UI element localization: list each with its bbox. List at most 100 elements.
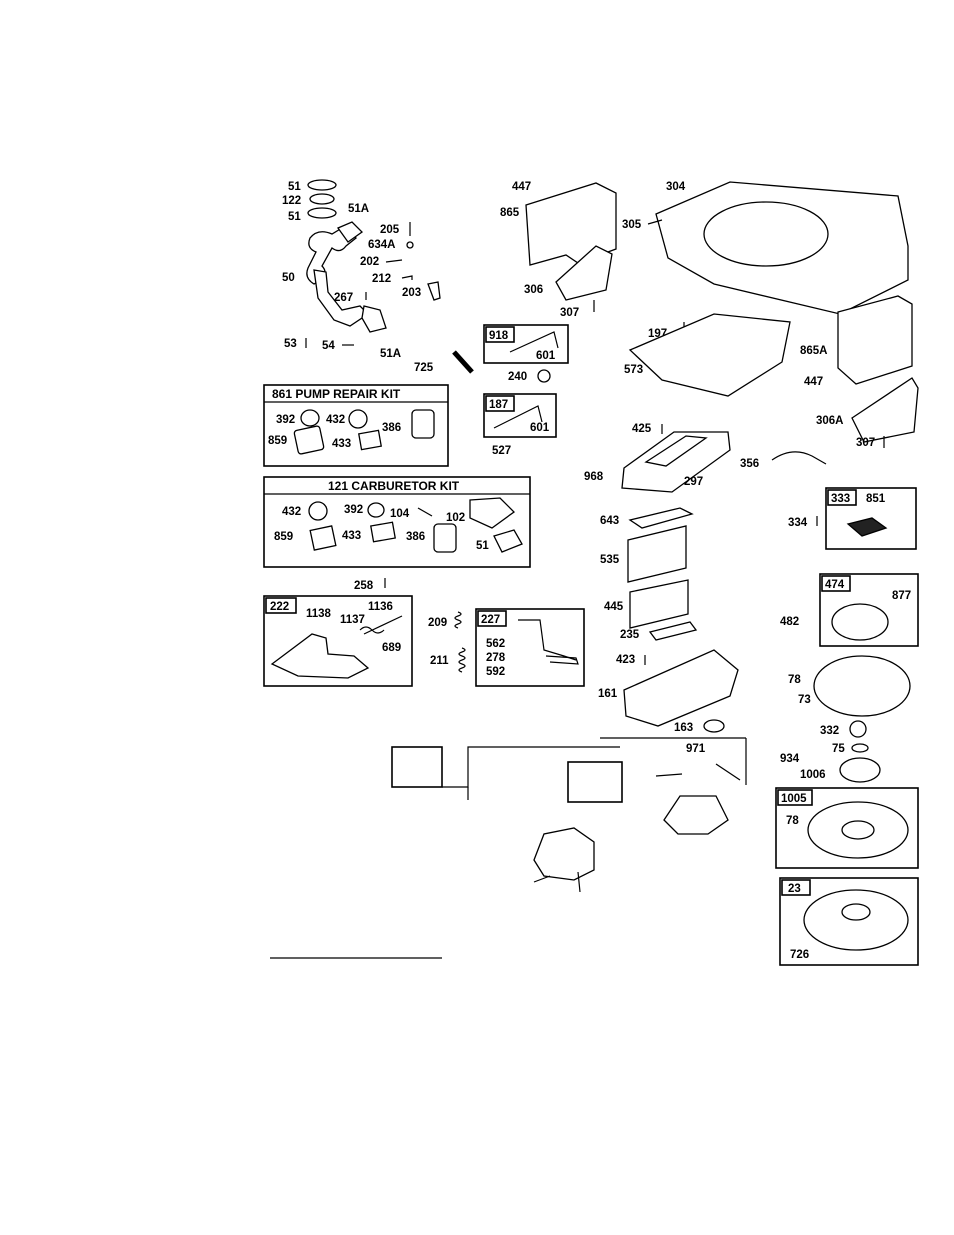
label-51A: 51A: [348, 203, 369, 215]
label-968: 968: [584, 471, 604, 483]
manifold-50-upper: [306, 227, 358, 285]
base-161: [623, 649, 739, 727]
label-634A: 634A: [368, 239, 396, 251]
label-432: 432: [282, 506, 301, 518]
label-307: 307: [856, 437, 875, 449]
air-guide-573: [628, 313, 791, 397]
shroud-865A: [837, 295, 913, 385]
spacer-122: [309, 193, 335, 205]
label-304: 304: [666, 181, 686, 193]
part-203: [427, 281, 441, 301]
label-918: 918: [489, 330, 509, 342]
label-859: 859: [268, 435, 287, 447]
label-297: 297: [684, 476, 703, 488]
link-212: [401, 275, 413, 280]
label-726: 726: [790, 949, 809, 961]
label-222: 222: [270, 601, 289, 613]
label-601: 601: [530, 422, 550, 434]
pump-repair-kit: 861 PUMP REPAIR KIT 392 432 386 859 433: [263, 384, 449, 467]
plate-73: [813, 655, 911, 717]
label-307: 307: [560, 307, 579, 319]
label-601: 601: [536, 350, 556, 362]
air-cleaner-stack: 425 968 297 356 643 535 445 235 423 161 …: [584, 423, 827, 734]
label-75: 75: [832, 743, 845, 755]
carburetor-kit: 121 CARBURETOR KIT 432 392 104 102 859 4…: [263, 476, 531, 568]
label-447: 447: [512, 181, 531, 193]
label-258: 258: [354, 580, 374, 592]
gasket-51-lower: [307, 207, 337, 219]
label-447: 447: [804, 376, 823, 388]
label-392: 392: [276, 414, 295, 426]
label-527: 527: [492, 445, 511, 457]
blower-housing-group: 447 865 306 307 304 305 197 573 865A 447…: [500, 181, 919, 449]
label-592: 592: [486, 666, 505, 678]
label-187: 187: [489, 399, 508, 411]
label-104: 104: [390, 508, 410, 520]
label-161: 161: [598, 688, 618, 700]
label-332: 332: [820, 725, 839, 737]
label-122: 122: [282, 195, 301, 207]
gasket-51: [307, 179, 337, 191]
gasket-51A-lower: [361, 305, 387, 333]
label-877: 877: [892, 590, 911, 602]
label-305: 305: [622, 219, 642, 231]
label-1005: 1005: [781, 793, 807, 805]
label-78: 78: [788, 674, 801, 686]
label-433: 433: [332, 438, 351, 450]
label-73: 73: [798, 694, 811, 706]
label-163: 163: [674, 722, 693, 734]
label-643: 643: [600, 515, 619, 527]
label-386: 386: [382, 422, 401, 434]
label-392: 392: [344, 504, 363, 516]
label-865: 865: [500, 207, 520, 219]
label-482: 482: [780, 616, 799, 628]
carburetor-body: [533, 827, 595, 881]
carburetor-area: 971: [270, 737, 747, 959]
label-51: 51: [288, 211, 301, 223]
label-51A: 51A: [380, 348, 401, 360]
label-78: 78: [786, 815, 799, 827]
link-202: [385, 259, 403, 263]
label-212: 212: [372, 273, 391, 285]
label-859: 859: [274, 531, 293, 543]
label-102: 102: [446, 512, 465, 524]
seal-643: [628, 507, 694, 529]
label-51: 51: [288, 181, 301, 193]
label-278: 278: [486, 652, 506, 664]
label-205: 205: [380, 224, 400, 236]
label-235: 235: [620, 629, 640, 641]
springs: 209 211: [428, 611, 466, 673]
linkage-box: 227 562 278 592: [475, 608, 585, 687]
label-211: 211: [430, 655, 449, 667]
baffle-306A: [851, 377, 919, 443]
label-433: 433: [342, 530, 361, 542]
label-1138: 1138: [306, 608, 332, 620]
ignition-group: 333 851 334 474 877 482 78 73 332 934 75…: [775, 487, 919, 966]
label-423: 423: [616, 654, 635, 666]
link-boxes: 918 601 240 187 601 527: [483, 324, 569, 457]
label-934: 934: [780, 753, 800, 765]
label-202: 202: [360, 256, 379, 268]
intake-manifold-group: 51 122 51 51A 205 634A 202 212 203 50 26…: [282, 179, 474, 374]
label-23: 23: [788, 883, 801, 895]
label-209: 209: [428, 617, 447, 629]
label-689: 689: [382, 642, 401, 654]
label-227: 227: [481, 614, 500, 626]
label-535: 535: [600, 554, 620, 566]
label-562: 562: [486, 638, 505, 650]
label-1006: 1006: [800, 769, 826, 781]
pump-kit-title: 861 PUMP REPAIR KIT: [272, 387, 401, 401]
label-445: 445: [604, 601, 624, 613]
governor-bracket-box: 258 222 1138 1137 1136 689: [263, 578, 413, 687]
label-1136: 1136: [368, 601, 393, 613]
label-725: 725: [414, 362, 434, 374]
label-333: 333: [831, 493, 850, 505]
label-306: 306: [524, 284, 543, 296]
label-386: 386: [406, 531, 425, 543]
label-306A: 306A: [816, 415, 844, 427]
label-54: 54: [322, 340, 335, 352]
label-203: 203: [402, 287, 421, 299]
label-334: 334: [788, 517, 808, 529]
intake-elbow: [663, 795, 729, 835]
